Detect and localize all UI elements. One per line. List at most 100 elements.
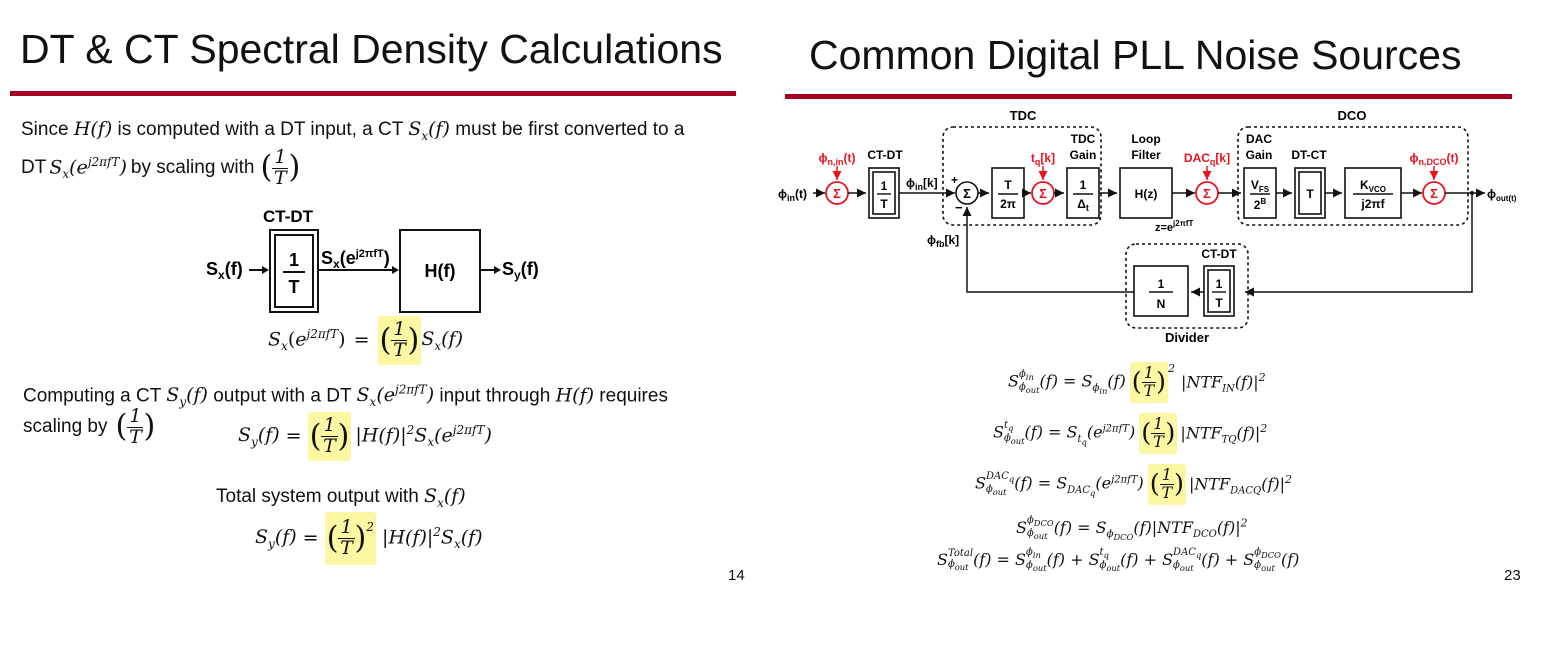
t-over-2pi-num: T <box>1004 178 1012 192</box>
text-span: output with a DT <box>207 385 357 407</box>
ctdt-label-bottom: CT-DT <box>1201 247 1237 261</box>
eq3-equals: = <box>302 527 319 550</box>
eq1-equals: = <box>353 329 370 352</box>
ctdt-label: CT-DT <box>263 207 314 226</box>
text-span: scaling by <box>23 416 108 438</box>
output-label: Sy(f) <box>502 259 539 282</box>
text-span: input through <box>434 385 556 407</box>
feedback-wire-left <box>962 207 1134 293</box>
divider-ctdt-den: T <box>1215 296 1223 310</box>
eq2-equals: = <box>285 425 302 448</box>
phi-in-t-label: ϕin(t) <box>778 187 807 203</box>
divider-den: N <box>1157 297 1166 311</box>
ctdt-block-num: 1 <box>289 250 299 270</box>
ctdt-block-den: T <box>289 277 300 297</box>
right-slide-title: Common Digital PLL Noise Sources <box>809 32 1462 78</box>
eq2-lhs: Sy(f) <box>238 424 280 449</box>
text-span: is computed with a DT input, a CT <box>112 119 409 140</box>
ctdt-top-num: 1 <box>881 179 888 193</box>
left-paragraph-2-line-1: Computing a CT Sy(f) output with a DT Sx… <box>23 378 668 414</box>
hf-arg: (f) <box>90 118 113 140</box>
hf-block <box>399 229 481 313</box>
loop-filter-label-2: Filter <box>1131 148 1161 162</box>
tdc-gain-num: 1 <box>1080 178 1087 192</box>
dtct-block-inner <box>1298 171 1322 215</box>
divider-dashed-group <box>1125 243 1249 329</box>
eq1-lhs: Sx(ej2πfT) <box>268 327 346 354</box>
sx-ej-math-2: Sx(ej2πfT) <box>356 383 435 410</box>
ctdt-label-top: CT-DT <box>867 148 903 162</box>
right-title-rule <box>785 94 1512 99</box>
tdc-dashed-group <box>942 126 1102 226</box>
loop-filter-block <box>1119 167 1173 219</box>
sum-node-4-symbol: Σ <box>1203 186 1211 201</box>
eq2-rhs: |H(f)|2Sx(ej2πfT) <box>355 423 492 450</box>
dac-gain-label-2: Gain <box>1246 148 1273 162</box>
text-span: requires <box>594 385 668 407</box>
input-label: Sx(f) <box>206 259 243 282</box>
mid-signal-label: Sx(ej2πfT) <box>321 248 390 271</box>
phi-n-in-label: ϕn,in(t) <box>819 151 856 167</box>
req1-rhs: |NTFIN(f)|2 <box>1180 370 1266 395</box>
eq3-rhs: |H(f)|2Sx(f) <box>382 525 483 552</box>
left-title-rule <box>10 91 736 96</box>
ctdt-top-block-inner <box>872 171 896 215</box>
req3-rhs: |NTFDACQ(f)|2 <box>1188 472 1293 497</box>
req2-rhs: |NTFTQ(f)|2 <box>1180 421 1268 446</box>
total-output-label: Total system output with Sx(f) <box>216 484 466 515</box>
hf-block-label: H(f) <box>425 261 456 281</box>
tq-label: tq[k] <box>1031 151 1055 167</box>
dco-dashed-group <box>1237 126 1469 226</box>
sum-node-3-symbol: Σ <box>1039 186 1047 201</box>
loop-filter-label-1: Loop <box>1131 132 1160 146</box>
left-page-number: 14 <box>728 567 745 584</box>
input-arrowhead <box>262 266 269 274</box>
loop-filter-hz: H(z) <box>1135 187 1158 201</box>
divider-block <box>1133 265 1189 317</box>
phi-n-dco-label: ϕn,DCO(t) <box>1410 151 1459 167</box>
text-span: Total system output with <box>216 486 425 507</box>
text-span: Since <box>21 119 74 140</box>
dacq-label: DACq[k] <box>1184 151 1230 167</box>
hf-math-2: H(f) <box>555 384 595 407</box>
divider-num: 1 <box>1158 277 1165 291</box>
phi-out-t-label: ϕout(t) <box>1487 187 1517 203</box>
text-span: DT <box>21 157 47 179</box>
left-paragraph-1-line-1: Since H(f) is computed with a DT input, … <box>21 117 684 148</box>
tdc-group-label: TDC <box>1010 108 1037 123</box>
pll-block-diagram: TDC DCO TDC Gain Loop Filter DAC Gain DT… <box>778 108 1517 345</box>
dtct-block-t: T <box>1306 187 1314 201</box>
tdc-gain-block <box>1066 167 1100 219</box>
eq3-lhs: Sy(f) <box>255 526 297 551</box>
mid-arrowhead <box>392 266 399 274</box>
sx-ej-math: Sx(ej2πfT) <box>49 155 127 182</box>
text-span: by scaling with <box>130 157 255 179</box>
tdc-gain-den: Δt <box>1077 197 1089 213</box>
sy-math: Sy(f) <box>166 384 208 410</box>
hf-math: H <box>73 118 91 140</box>
ctdt-top-den: T <box>880 197 888 211</box>
tdc-gain-label-1: TDC <box>1071 132 1096 146</box>
dtct-label: DT-CT <box>1291 148 1327 162</box>
text-span: must be first converted to a <box>449 119 685 140</box>
sum-node-1-symbol: Σ <box>833 186 841 201</box>
vco-den: j2πf <box>1360 197 1385 211</box>
left-slide-title: DT & CT Spectral Density Calculations <box>20 26 723 72</box>
sum-node-5-symbol: Σ <box>1430 186 1438 201</box>
phi-fb-k-label: ϕfb[k] <box>927 233 959 249</box>
